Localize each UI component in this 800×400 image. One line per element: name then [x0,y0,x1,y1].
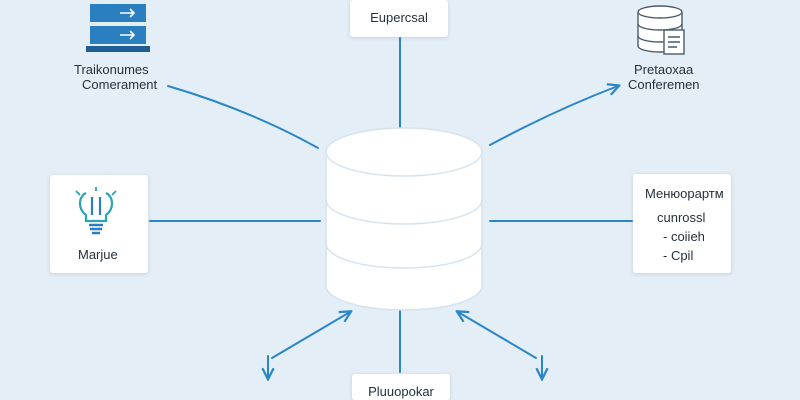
node-top-right[interactable]: Pretaoxaa Conferemen [626,62,736,96]
connector-bottom-right-arrow [458,312,537,359]
node-bottom-center-label: Pluuopokar [368,384,434,399]
connector-bottom-left-arrow [271,312,350,359]
node-middle-right-item-2: - coiieh [663,229,705,244]
node-bottom-center[interactable]: Pluuopokar [352,374,450,400]
node-top-right-line2: Conferemen [628,77,700,92]
server-rack-icon [86,4,150,52]
node-middle-right[interactable]: Менюорартм cunrossl - coiieh - Cpil [633,174,731,273]
node-top-right-line1: Pretaoxaa [634,62,694,77]
node-middle-left-label: Marjue [78,247,118,262]
node-middle-left[interactable]: Marjue [50,175,148,273]
database-cylinder-icon [325,127,483,311]
node-top-left-line2: Comerament [82,77,158,92]
database-document-icon [637,5,685,55]
connector-top-right [489,86,618,146]
node-top-left[interactable]: Traikonumes Comerament [74,62,174,96]
node-top-center[interactable]: Eupercsal [350,0,448,37]
node-middle-right-title: Менюорартм [645,186,724,201]
lightbulb-icon [75,187,117,235]
connectors [149,37,633,378]
node-top-center-label: Eupercsal [370,10,428,25]
connector-top-left [167,85,319,149]
node-middle-right-item-1: cunrossl [657,210,706,225]
node-middle-right-item-3: - Cpil [663,248,694,263]
node-top-left-line1: Traikonumes [74,62,149,77]
